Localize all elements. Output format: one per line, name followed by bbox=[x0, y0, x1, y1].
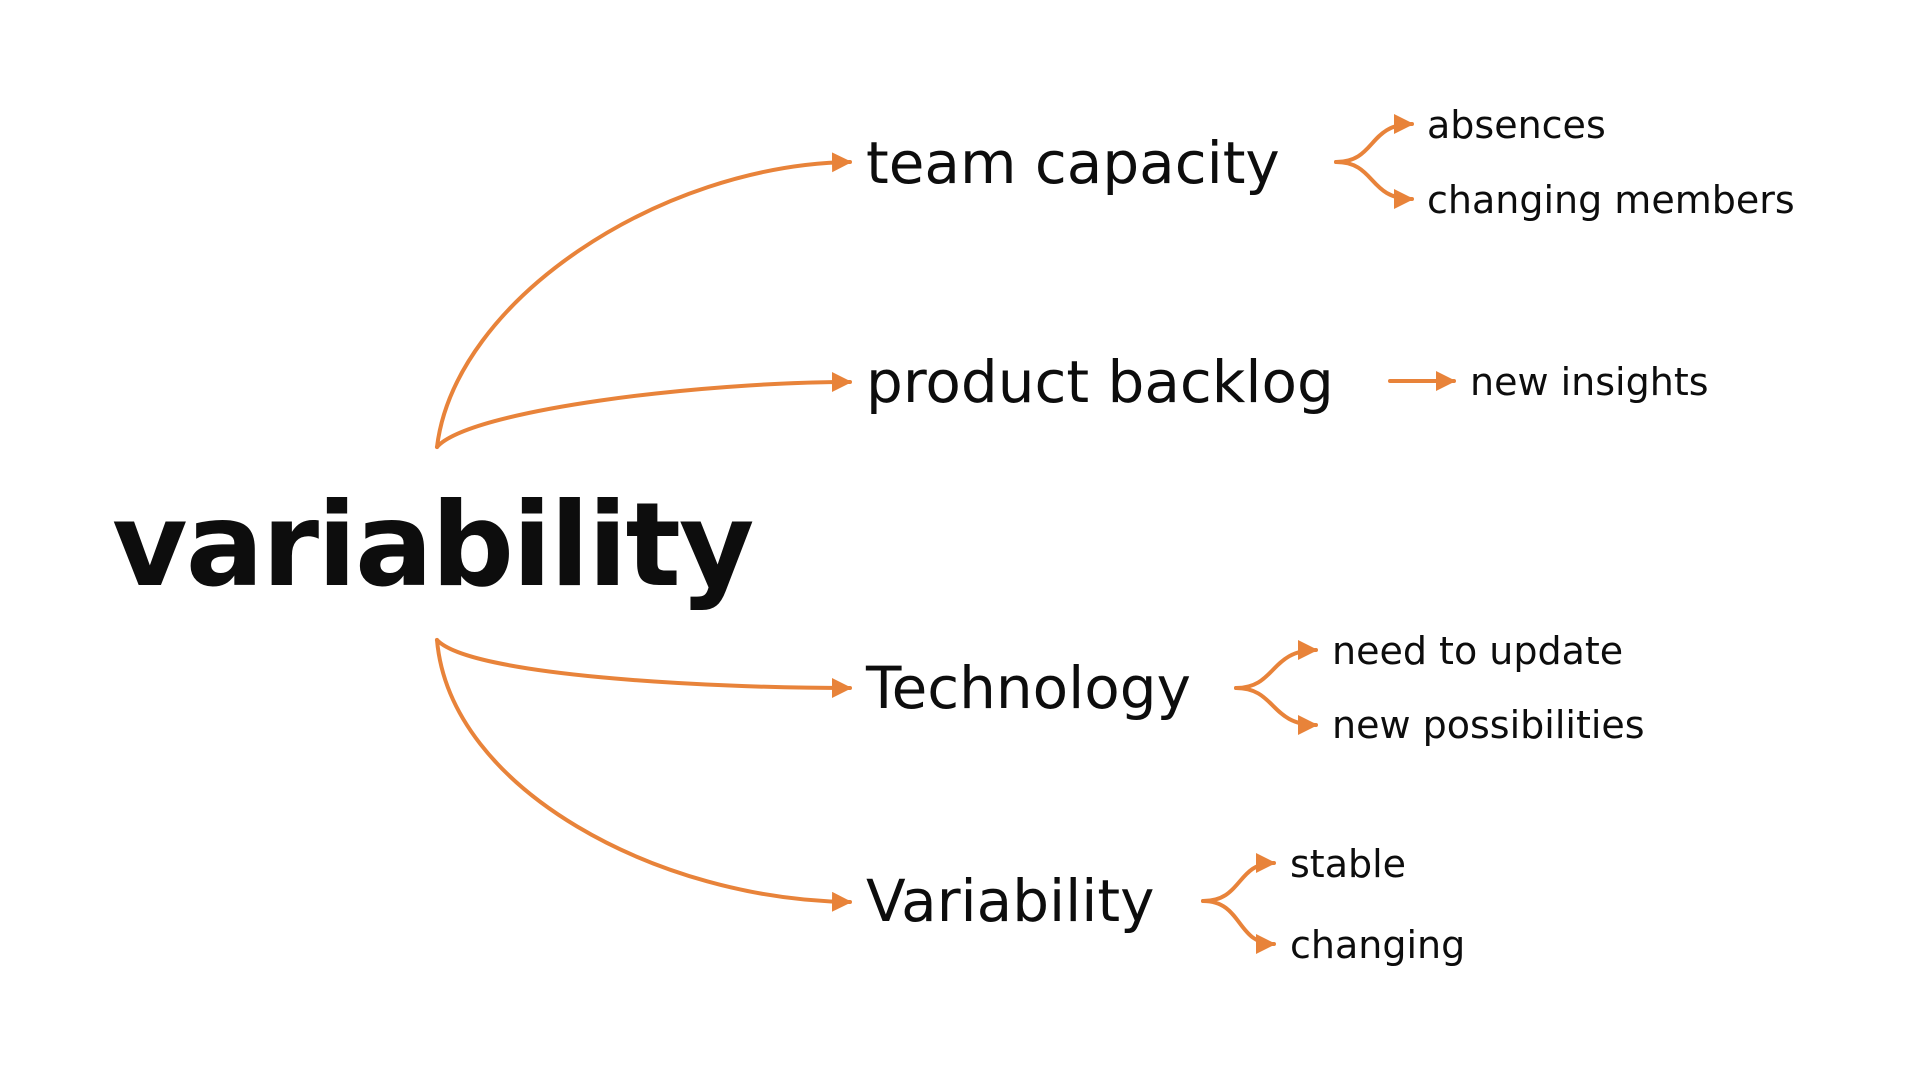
split-connector-team-capacity-bottom bbox=[1334, 160, 1414, 209]
split-connector-variability-bottom bbox=[1201, 899, 1276, 954]
connector-root-team-capacity bbox=[435, 152, 852, 449]
leaf-label-changing: changing bbox=[1290, 923, 1466, 967]
branch-label-team-capacity: team capacity bbox=[866, 129, 1280, 197]
split-connector-technology-bottom bbox=[1234, 686, 1318, 735]
split-connector-team-capacity-top bbox=[1334, 114, 1414, 164]
leaf-label-new-insights: new insights bbox=[1470, 360, 1709, 404]
connector-root-variability bbox=[435, 638, 852, 912]
split-connector-technology-top bbox=[1234, 640, 1318, 690]
leaf-label-need-to-update: need to update bbox=[1332, 629, 1624, 673]
connector-root-product-backlog bbox=[435, 372, 852, 449]
branch-label-variability: Variability bbox=[866, 867, 1155, 935]
branch-label-product-backlog: product backlog bbox=[866, 348, 1334, 416]
split-connector-variability-top bbox=[1201, 853, 1276, 903]
connector-root-technology bbox=[435, 638, 852, 698]
leaf-label-changing-members: changing members bbox=[1427, 178, 1795, 222]
root-node-label: variability bbox=[112, 478, 755, 613]
leaf-label-new-possibilities: new possibilities bbox=[1332, 703, 1645, 747]
branch-label-technology: Technology bbox=[866, 654, 1191, 722]
leaf-label-stable: stable bbox=[1290, 842, 1407, 886]
leaf-label-absences: absences bbox=[1427, 103, 1606, 147]
